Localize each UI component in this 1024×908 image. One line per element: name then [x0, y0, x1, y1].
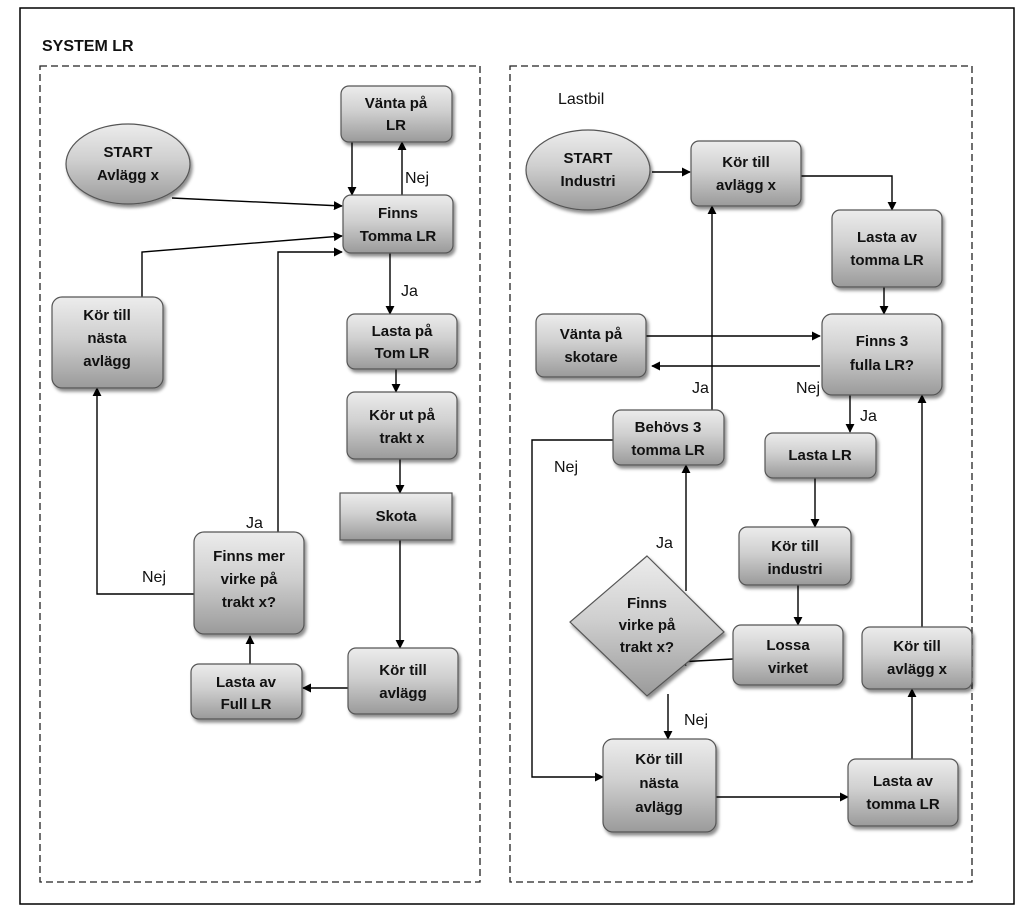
- right-panel-label: Lastbil: [558, 91, 604, 108]
- svg-text:Finns 3: Finns 3: [856, 333, 909, 350]
- svg-text:trakt x?: trakt x?: [620, 639, 674, 656]
- svg-text:Industri: Industri: [561, 173, 616, 190]
- svg-text:Behövs 3: Behövs 3: [635, 419, 702, 436]
- svg-text:Skota: Skota: [376, 508, 418, 525]
- left-connectors: [92, 141, 407, 693]
- svg-text:virket: virket: [768, 660, 808, 677]
- left-unload-full-box: Lasta av Full LR: [190, 663, 303, 720]
- svg-text:tomma LR: tomma LR: [866, 796, 940, 813]
- right-drive-industry-box: Kör till industri: [738, 526, 852, 586]
- left-more-wood-box: Finns mer virke på trakt x?: [193, 531, 305, 635]
- svg-text:nästa: nästa: [87, 330, 127, 347]
- right-start-ellipse: START Industri: [525, 129, 651, 211]
- right-panel: [509, 65, 973, 883]
- svg-text:Tomma LR: Tomma LR: [360, 228, 437, 245]
- left-start-ellipse: START Avlägg x: [65, 123, 191, 205]
- right-unload-empty2-box: Lasta av tomma LR: [847, 758, 959, 827]
- left-edge-label-no-wait: Nej: [405, 170, 429, 187]
- svg-text:Full LR: Full LR: [221, 696, 272, 713]
- right-edge-label-no-need: Nej: [554, 459, 578, 476]
- right-connectors: [531, 167, 927, 802]
- svg-text:START: START: [104, 144, 153, 161]
- svg-text:Finns mer: Finns mer: [213, 548, 285, 565]
- svg-text:Finns: Finns: [627, 595, 667, 612]
- svg-text:fulla LR?: fulla LR?: [850, 357, 914, 374]
- svg-text:Lasta på: Lasta på: [372, 323, 434, 340]
- right-drive-landing-box: Kör till avlägg x: [690, 140, 802, 207]
- right-next-landing-box: Kör till nästa avlägg: [602, 738, 717, 833]
- left-drive-out-box: Kör ut på trakt x: [346, 391, 458, 460]
- right-edge-label-no-wood: Nej: [684, 712, 708, 729]
- svg-text:Kör till: Kör till: [893, 638, 941, 655]
- svg-text:avlägg: avlägg: [635, 799, 683, 816]
- right-edge-label-no-full: Nej: [796, 380, 820, 397]
- svg-text:avlägg: avlägg: [379, 685, 427, 702]
- svg-text:START: START: [564, 150, 613, 167]
- svg-text:Tom LR: Tom LR: [375, 345, 430, 362]
- right-load-lr-box: Lasta LR: [764, 432, 877, 479]
- svg-text:tomma LR: tomma LR: [850, 252, 924, 269]
- left-load-empty-box: Lasta på Tom LR: [346, 313, 458, 370]
- right-wait-forwarder-box: Vänta på skotare: [535, 313, 647, 378]
- left-empty-lr-box: Finns Tomma LR: [342, 194, 454, 254]
- svg-text:Kör till: Kör till: [771, 538, 819, 555]
- svg-text:Kör till: Kör till: [83, 307, 131, 324]
- right-edge-label-yes-wood: Ja: [656, 535, 673, 552]
- right-edge-label-yes-need: Ja: [692, 380, 709, 397]
- left-skota-box: Skota: [339, 492, 453, 541]
- svg-text:Kör till: Kör till: [635, 751, 683, 768]
- right-unload-empty-box: Lasta av tomma LR: [831, 209, 943, 288]
- right-three-full-box: Finns 3 fulla LR?: [821, 313, 943, 396]
- left-edge-label-yes-more: Ja: [246, 515, 263, 532]
- left-edge-label-no-more: Nej: [142, 569, 166, 586]
- right-unload-wood-box: Lossa virket: [732, 624, 844, 686]
- svg-text:industri: industri: [768, 561, 823, 578]
- svg-text:avlägg x: avlägg x: [716, 177, 777, 194]
- svg-text:tomma LR: tomma LR: [631, 442, 705, 459]
- right-more-wood-diamond: Finns virke på trakt x?: [569, 555, 725, 697]
- svg-text:Vänta på: Vänta på: [365, 95, 428, 112]
- svg-text:avlägg: avlägg: [83, 353, 131, 370]
- right-drive-landing2-box: Kör till avlägg x: [861, 626, 973, 690]
- svg-text:Kör till: Kör till: [379, 662, 427, 679]
- left-edge-label-yes-load: Ja: [401, 283, 418, 300]
- svg-text:Lasta av: Lasta av: [216, 674, 277, 691]
- svg-text:Avlägg x: Avlägg x: [97, 167, 160, 184]
- right-edge-label-yes-full: Ja: [860, 408, 877, 425]
- diagram-title: SYSTEM LR: [42, 38, 134, 55]
- svg-text:trakt x: trakt x: [379, 430, 425, 447]
- left-drive-landing-box: Kör till avlägg: [347, 647, 459, 715]
- svg-text:Kör ut på: Kör ut på: [369, 407, 435, 424]
- svg-text:LR: LR: [386, 117, 406, 134]
- svg-text:Vänta på: Vänta på: [560, 326, 623, 343]
- svg-text:Kör till: Kör till: [722, 154, 770, 171]
- svg-text:Lasta av: Lasta av: [873, 773, 934, 790]
- svg-text:Lasta av: Lasta av: [857, 229, 918, 246]
- svg-text:nästa: nästa: [639, 775, 679, 792]
- svg-text:virke på: virke på: [619, 617, 676, 634]
- svg-text:avlägg x: avlägg x: [887, 661, 948, 678]
- svg-text:trakt x?: trakt x?: [222, 594, 276, 611]
- left-next-landing-box: Kör till nästa avlägg: [51, 296, 164, 389]
- right-need-three-box: Behövs 3 tomma LR: [612, 409, 725, 466]
- left-panel: [39, 65, 481, 883]
- svg-text:Lossa: Lossa: [766, 637, 810, 654]
- left-wait-lr-box: Vänta på LR: [340, 85, 453, 143]
- svg-text:Finns: Finns: [378, 205, 418, 222]
- svg-text:skotare: skotare: [564, 349, 617, 366]
- svg-text:virke på: virke på: [221, 571, 278, 588]
- svg-text:Lasta LR: Lasta LR: [788, 447, 852, 464]
